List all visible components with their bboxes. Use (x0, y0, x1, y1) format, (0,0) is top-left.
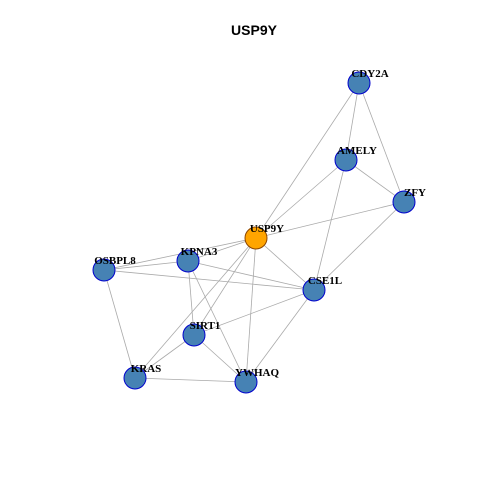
edge-usp9y-cse1l (255, 237, 315, 291)
edge-osbpl8-cse1l (103, 269, 315, 291)
node-label-osbpl8: OSBPL8 (94, 255, 136, 267)
node-label-amely: AMELY (337, 145, 377, 157)
node-label-cse1l: CSE1L (308, 275, 342, 287)
edge-kpna3-osbpl8 (103, 260, 189, 271)
node-layer (92, 71, 416, 394)
node-label-kras: KRAS (131, 363, 162, 375)
edge-amely-usp9y (255, 159, 347, 239)
edge-amely-zfy (345, 159, 405, 203)
edge-zfy-cse1l (313, 201, 405, 291)
edge-sirt1-ywhaq (193, 334, 247, 383)
edge-osbpl8-kras (103, 269, 136, 379)
node-zfy (392, 190, 416, 214)
node-label-sirt1: SIRT1 (190, 320, 221, 332)
edge-usp9y-kpna3 (187, 237, 257, 262)
node-sirt1 (182, 323, 206, 347)
node-label-cdy2a: CDY2A (351, 68, 388, 80)
edge-cdy2a-zfy (358, 82, 405, 203)
node-label-usp9y: USP9Y (250, 223, 284, 235)
node-ywhaq (234, 370, 258, 394)
node-kras (123, 366, 147, 390)
edge-kpna3-ywhaq (187, 260, 247, 383)
edge-zfy-usp9y (255, 201, 405, 239)
edge-sirt1-kras (134, 334, 195, 379)
edge-usp9y-ywhaq (245, 237, 257, 383)
node-amely (334, 148, 358, 172)
node-label-kpna3: KPNA3 (181, 246, 218, 258)
edge-usp9y-sirt1 (193, 237, 257, 336)
node-label-zfy: ZFY (404, 187, 426, 199)
diagram-title: USP9Y (231, 22, 278, 38)
node-cse1l (302, 278, 326, 302)
node-osbpl8 (92, 258, 116, 282)
node-usp9y (244, 226, 268, 250)
edge-cdy2a-usp9y (255, 82, 360, 239)
edge-kras-ywhaq (134, 377, 247, 383)
edge-amely-cse1l (313, 159, 347, 291)
node-cdy2a (347, 71, 371, 95)
edge-cse1l-ywhaq (245, 289, 315, 383)
edge-cse1l-sirt1 (193, 289, 315, 336)
edge-layer (103, 82, 405, 383)
edge-kpna3-sirt1 (187, 260, 195, 336)
node-label-ywhaq: YWHAQ (235, 367, 279, 379)
edge-cdy2a-amely (345, 82, 360, 161)
edge-usp9y-kras (134, 237, 257, 379)
edge-kpna3-cse1l (187, 260, 315, 291)
node-kpna3 (176, 249, 200, 273)
